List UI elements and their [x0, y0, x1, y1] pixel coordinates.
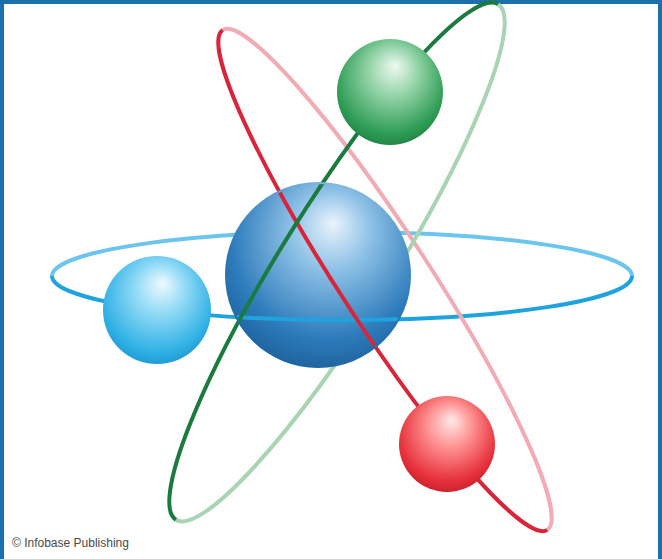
nucleus-circle-shape: [225, 182, 411, 368]
electron-circle: –: [337, 39, 443, 145]
electron-circle: –: [399, 396, 495, 492]
copyright-notice: © Infobase Publishing: [12, 537, 129, 549]
orbit-ellipse: [185, 6, 585, 555]
electron-circle-shape: [103, 256, 211, 364]
electron-circle: –: [103, 256, 211, 364]
electron-circle-shape: [337, 39, 443, 145]
electron-circle-shape: [399, 396, 495, 492]
nucleus-circle: +++: [225, 182, 411, 368]
orbit-ellipse: [185, 6, 585, 555]
